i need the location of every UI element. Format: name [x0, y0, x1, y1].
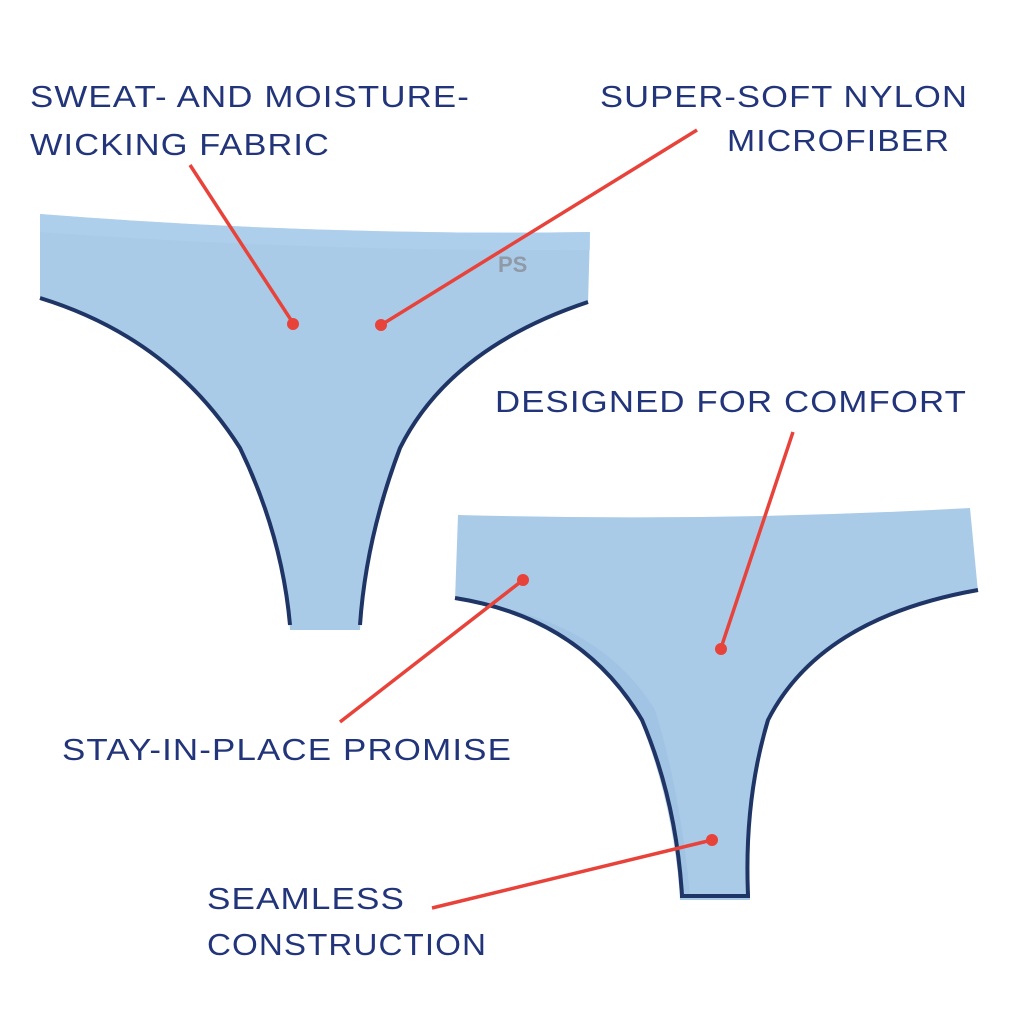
- callout-dot-sweat: [287, 318, 299, 330]
- label-stay: STAY-IN-PLACE PROMISE: [62, 732, 512, 767]
- label-sweat-line1: SWEAT- AND MOISTURE-: [30, 79, 470, 114]
- thong-back-view: PS: [39, 214, 590, 630]
- bottom-garment-trim-right: [745, 588, 979, 896]
- label-sweat-line2: WICKING FABRIC: [30, 127, 330, 162]
- bottom-garment-trim-left: [454, 596, 684, 896]
- callout-line-stay: [338, 578, 525, 724]
- callout-markers: [188, 128, 795, 910]
- top-garment-body: [40, 214, 590, 630]
- top-garment-waistband-shade: [40, 214, 590, 251]
- label-comfort: DESIGNED FOR COMFORT: [495, 384, 967, 419]
- label-nylon-line2: MICROFIBER: [727, 123, 950, 158]
- callout-dot-stay: [517, 574, 529, 586]
- callout-dot-nylon: [375, 319, 387, 331]
- brand-logo: PS: [498, 252, 527, 277]
- label-seamless-line2: CONSTRUCTION: [207, 927, 487, 962]
- top-garment-trim-left: [39, 296, 292, 626]
- label-nylon-line1: SUPER-SOFT NYLON: [600, 79, 968, 114]
- callout-line-seamless: [431, 838, 713, 910]
- callout-dot-comfort: [715, 643, 727, 655]
- thong-front-view: [454, 508, 979, 900]
- callout-line-sweat: [188, 164, 295, 324]
- top-garment-trim-right: [358, 300, 589, 626]
- callout-labels: SWEAT- AND MOISTURE- WICKING FABRIC SUPE…: [30, 79, 968, 962]
- callout-line-comfort: [719, 431, 795, 649]
- callout-line-nylon: [380, 128, 698, 327]
- callout-dot-seamless: [706, 834, 718, 846]
- bottom-garment-body: [455, 508, 978, 900]
- label-seamless-line1: SEAMLESS: [207, 881, 405, 916]
